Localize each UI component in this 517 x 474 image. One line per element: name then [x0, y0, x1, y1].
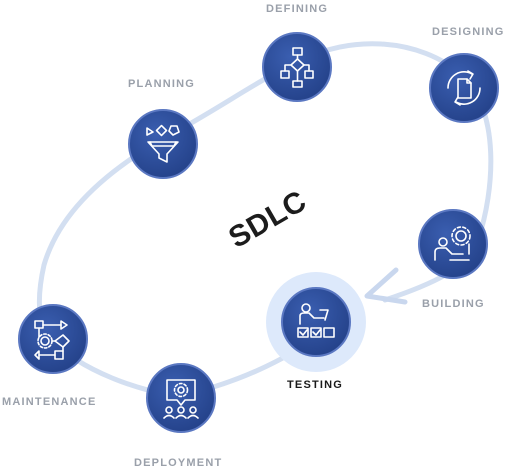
node-deployment[interactable] — [146, 363, 216, 433]
document-cycle-icon — [447, 70, 481, 106]
developer-gear-icon — [434, 226, 471, 261]
label-planning[interactable]: PLANNING — [128, 78, 196, 90]
tester-checklist-icon — [297, 303, 335, 338]
label-maintenance[interactable]: MAINTENANCE — [2, 396, 97, 408]
funnel-icon — [146, 124, 180, 163]
node-defining[interactable] — [262, 32, 332, 102]
label-deployment[interactable]: DEPLOYMENT — [134, 457, 223, 469]
label-designing[interactable]: DESIGNING — [432, 26, 505, 38]
label-testing[interactable]: TESTING — [287, 379, 344, 391]
label-defining[interactable]: DEFINING — [266, 3, 329, 15]
loop-arrowhead — [364, 267, 408, 305]
label-building[interactable]: BUILDING — [422, 298, 485, 310]
node-planning[interactable] — [128, 109, 198, 179]
node-testing[interactable] — [281, 287, 351, 357]
node-designing[interactable] — [429, 53, 499, 123]
flowchart-icon — [280, 47, 314, 88]
node-building[interactable] — [418, 209, 488, 279]
node-maintenance[interactable] — [18, 304, 88, 374]
maintenance-flow-icon — [34, 320, 70, 360]
gear-team-icon — [163, 379, 199, 419]
